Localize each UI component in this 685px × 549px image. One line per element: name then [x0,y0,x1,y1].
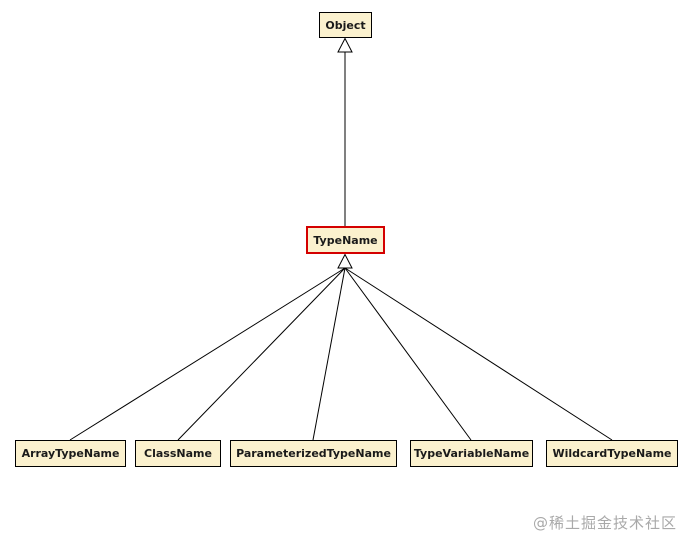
edge-wildcardtypename-typename [344,267,613,441]
node-arraytypename[interactable]: ArrayTypeName [15,440,126,467]
edge-classname-typename [177,267,346,441]
node-typename[interactable]: TypeName [306,226,385,254]
node-typevariablename[interactable]: TypeVariableName [410,440,533,467]
edge-parameterizedtypename-typename [312,267,346,441]
node-wildcardtypename[interactable]: WildcardTypeName [546,440,678,467]
node-parameterizedtypename[interactable]: ParameterizedTypeName [230,440,397,467]
generalization-arrow-icon-typename [337,253,353,269]
edge-arraytypename-typename [69,267,346,441]
edge-lines [69,52,613,441]
edge-typevariablename-typename [344,267,472,441]
watermark: @稀土掘金技术社区 [532,514,677,532]
node-classname[interactable]: ClassName [135,440,221,467]
node-object[interactable]: Object [319,12,372,38]
generalization-arrow-icon-object [337,37,353,53]
